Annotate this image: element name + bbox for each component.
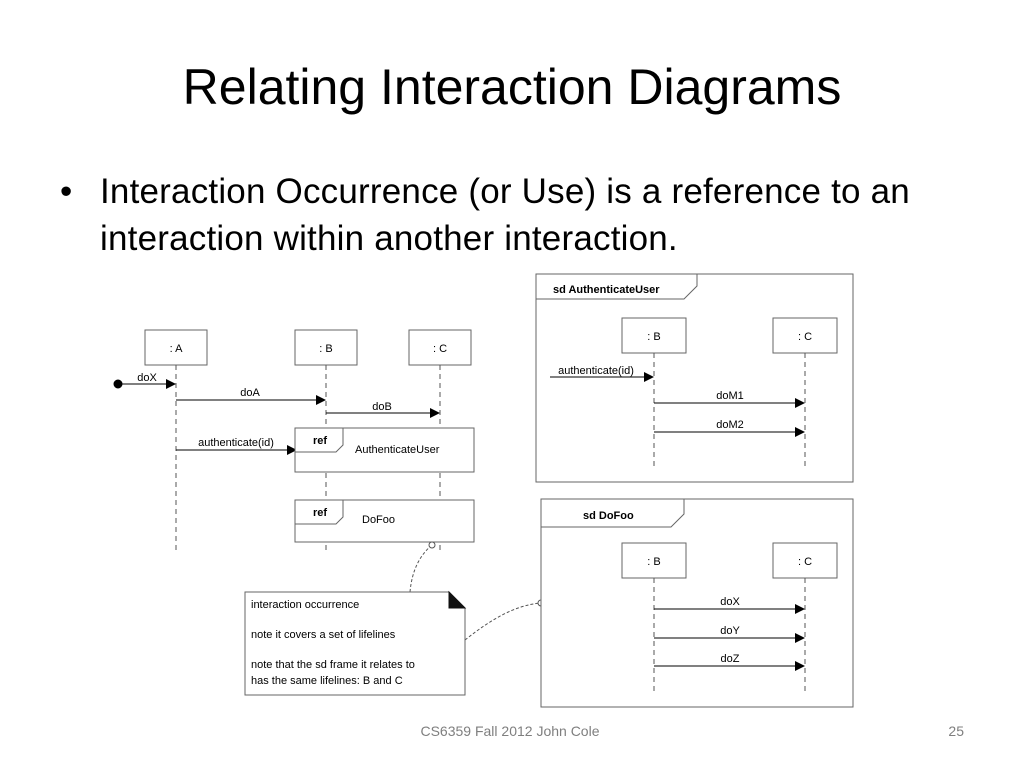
lifeline-a-label: : A [170, 343, 184, 355]
lifeline-c-label: : C [433, 343, 447, 355]
message-dox-label: doX [137, 372, 157, 384]
main-diagram-labels: : A : B : C doX doA doB authenticate(id)… [137, 343, 447, 526]
ref-authenticate-user-frame [294, 427, 475, 473]
lifeline-b-label: : B [319, 343, 332, 355]
sd-authenticate-user-labels: sd AuthenticateUser : B : C authenticate… [553, 284, 812, 431]
sd-auth-lifeline-c-label: : C [798, 331, 812, 343]
sd-authenticate-user-frame [535, 273, 854, 483]
bullet-text: Interaction Occurrence (or Use) is a ref… [100, 172, 910, 258]
note-connector-end-ref [428, 541, 436, 549]
sd-dofoo-frame [540, 498, 854, 708]
sd-dofoo-lifeline-c-label: : C [798, 556, 812, 568]
sd-dofoo-lifeline-b-label: : B [647, 556, 660, 568]
ref-keyword-authenticate: ref [313, 435, 327, 447]
uml-note [244, 590, 467, 696]
sd-dofoo-labels: sd DoFoo : B : C doX doY doZ [583, 510, 812, 665]
sd-auth-msg1-label: doM1 [716, 390, 744, 402]
sd-auth-msg-in-label: authenticate(id) [558, 365, 634, 377]
slide-page-number: 25 [948, 723, 964, 739]
sd-dofoo-msg3-label: doZ [721, 653, 740, 665]
slide-title: Relating Interaction Diagrams [182, 59, 842, 115]
sd-authenticate-user-title: sd AuthenticateUser [553, 284, 660, 296]
ref-dofoo-label: DoFoo [362, 514, 395, 526]
message-authenticate-label: authenticate(id) [198, 437, 274, 449]
sd-dofoo-msg2-label: doY [720, 625, 740, 637]
note-connector-to-ref [409, 544, 433, 593]
sd-dofoo-msg1-label: doX [720, 596, 740, 608]
note-line-4: has the same lifelines: B and C [251, 675, 403, 687]
main-sequence-diagram [113, 329, 475, 553]
slide-footer: CS6359 Fall 2012 John Cole [420, 723, 600, 739]
note-line-1: interaction occurrence [251, 599, 359, 611]
sd-auth-msg2-label: doM2 [716, 419, 744, 431]
bullet-marker: • [60, 172, 73, 211]
message-dob-label: doB [372, 401, 392, 413]
sd-auth-lifeline-b-label: : B [647, 331, 660, 343]
ref-keyword-dofoo: ref [313, 507, 327, 519]
sd-dofoo-title: sd DoFoo [583, 510, 634, 522]
ref-dofoo-frame [294, 499, 475, 543]
message-doa-label: doA [240, 387, 260, 399]
note-connector-to-sd-frame [464, 602, 542, 641]
uml-note-text: interaction occurrence note it covers a … [251, 599, 415, 687]
note-line-2: note it covers a set of lifelines [251, 629, 396, 641]
ref-authenticate-user-label: AuthenticateUser [355, 444, 440, 456]
lifeline-a [144, 329, 208, 553]
note-line-3: note that the sd frame it relates to [251, 659, 415, 671]
